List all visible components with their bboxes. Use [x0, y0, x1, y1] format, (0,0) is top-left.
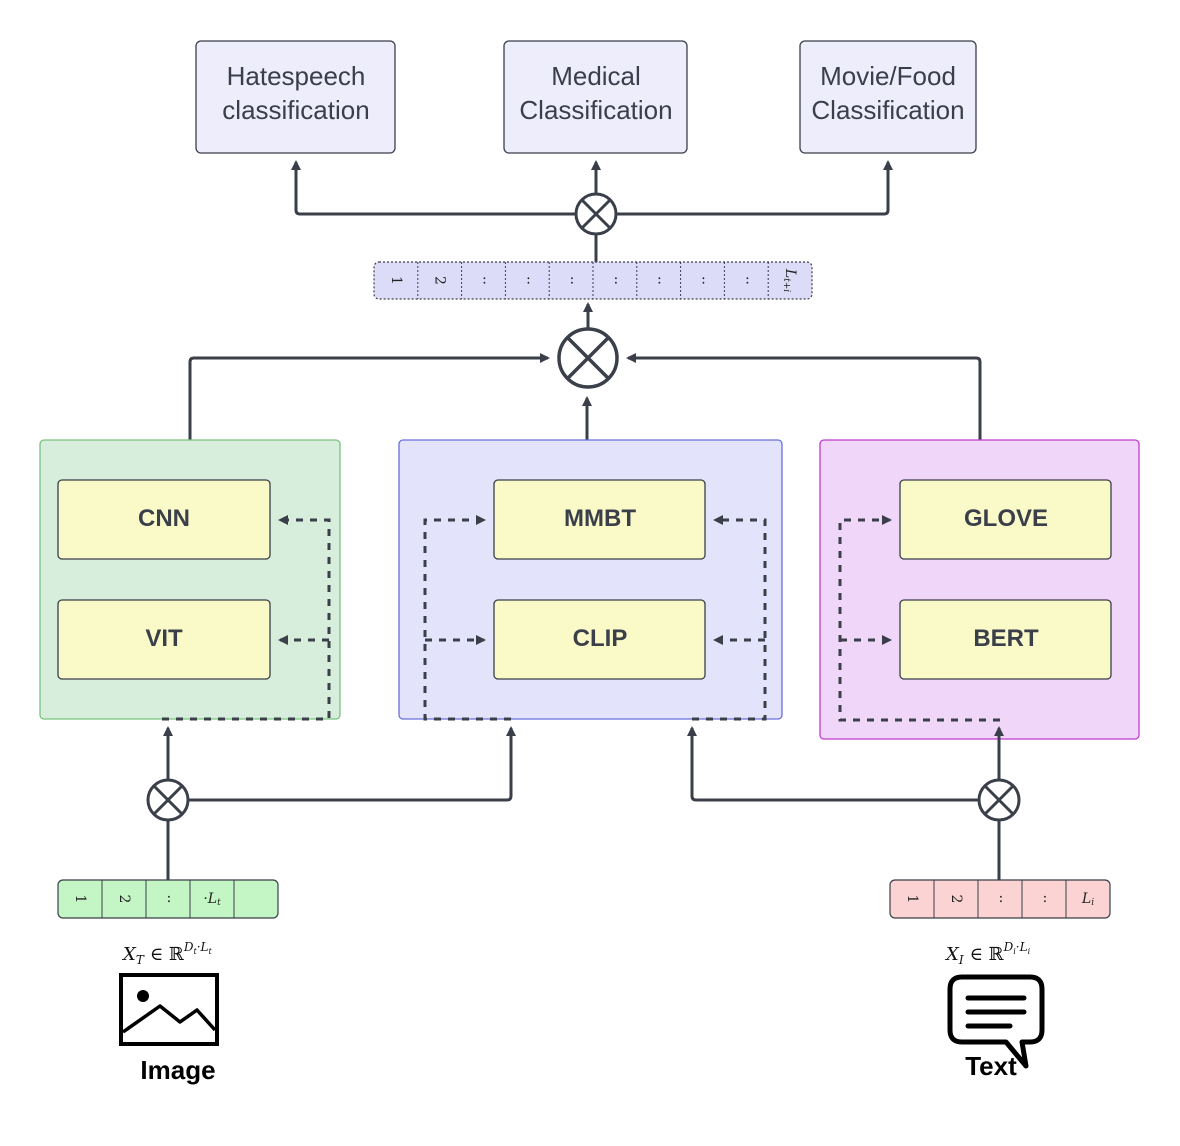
- arrow-text-to-multimodal: [687, 726, 979, 802]
- task-label-line1: Movie/Food: [820, 61, 956, 91]
- text-vector-cell-label: ··: [992, 895, 1008, 904]
- fused-cell-label: ··: [563, 276, 579, 285]
- fused-cell-label: ··: [607, 276, 623, 285]
- fusion-operator-middle: [557, 327, 619, 389]
- glove-box: [899, 479, 1112, 560]
- arrow-image-to-multimodal: [188, 726, 516, 802]
- fused-cell-label: ··: [651, 276, 667, 285]
- task-label-line1: Medical: [551, 61, 641, 91]
- text-vector-cell-label: 2: [948, 895, 964, 904]
- image-vector-cell-label: ·Lt: [203, 891, 221, 908]
- text-label: Text: [965, 1051, 1017, 1081]
- image-model-group: CNN VIT: [39, 439, 341, 721]
- image-input-vector: 1 2 ·· ·Lt: [57, 879, 279, 919]
- dashed-route-text-to-mmbt: [692, 515, 767, 721]
- text-vector-cell-label: ··: [1036, 895, 1052, 904]
- text-formula: XI∈ ℝDi·Li: [944, 940, 1031, 967]
- fusion-operator-text: [977, 778, 1021, 822]
- arrow-to-hatespeech: [291, 160, 576, 216]
- fused-cell-label: ··: [476, 276, 492, 285]
- text-model-group: GLOVE BERT: [819, 439, 1140, 740]
- fused-cell-label: ··: [738, 276, 754, 285]
- image-vector-cell-label: 1: [72, 895, 88, 904]
- text-vector-cell-label: Li: [1081, 891, 1094, 908]
- model-label-bert: BERT: [973, 625, 1039, 652]
- model-label-cnn: CNN: [138, 505, 190, 532]
- task-label-line1: Hatespeech: [227, 61, 366, 91]
- task-box-movie-food: Movie/Food Classification: [799, 40, 977, 154]
- dashed-route-to-glove: [838, 515, 1000, 722]
- arrow-to-movie-food: [616, 160, 893, 216]
- image-label: Image: [140, 1055, 215, 1085]
- fused-cell-label: Lt+i: [781, 268, 798, 292]
- task-label-line2: Classification: [519, 95, 672, 125]
- fused-feature-vector: 1 2 ·· ·· ·· ·· ·· ·· ·· Lt+i: [373, 261, 813, 300]
- model-label-glove: GLOVE: [964, 505, 1048, 532]
- multimodal-model-group: MMBT CLIP: [398, 439, 783, 721]
- fused-cell-label: 2: [432, 276, 448, 285]
- model-label-vit: VIT: [145, 625, 183, 652]
- task-box-medical: Medical Classification: [503, 40, 688, 154]
- dashed-route-to-cnn: [162, 515, 331, 721]
- fused-cell-label: ··: [695, 276, 711, 285]
- bert-box: [899, 599, 1112, 680]
- text-vector-cell-label: 1: [904, 895, 920, 904]
- task-box-hatespeech: Hatespeech classification: [195, 40, 396, 154]
- text-message-icon: [947, 974, 1045, 1069]
- clip-box: [493, 599, 706, 680]
- arrow-image-branch-to-fusion: [188, 353, 550, 440]
- text-input-vector: 1 2 ·· ·· Li: [889, 879, 1111, 919]
- cnn-box: [57, 479, 271, 560]
- image-formula: XT∈ ℝDt·Lt: [121, 940, 213, 967]
- fusion-operator-top: [574, 192, 618, 236]
- task-label-line2: Classification: [811, 95, 964, 125]
- image-vector-cell-label: 2: [116, 895, 132, 904]
- model-label-clip: CLIP: [573, 625, 628, 652]
- fusion-operator-image: [146, 778, 190, 822]
- dashed-route-image-to-mmbt: [423, 515, 511, 721]
- model-label-mmbt: MMBT: [564, 505, 636, 532]
- vit-box: [57, 599, 271, 680]
- task-label-line2: classification: [222, 95, 369, 125]
- arrow-text-branch-to-fusion: [626, 353, 982, 440]
- image-icon: [119, 973, 219, 1046]
- image-vector-cell-label: ··: [160, 895, 176, 904]
- mmbt-box: [493, 479, 706, 560]
- fused-cell-label: ··: [519, 276, 535, 285]
- fused-cell-label: 1: [388, 276, 404, 285]
